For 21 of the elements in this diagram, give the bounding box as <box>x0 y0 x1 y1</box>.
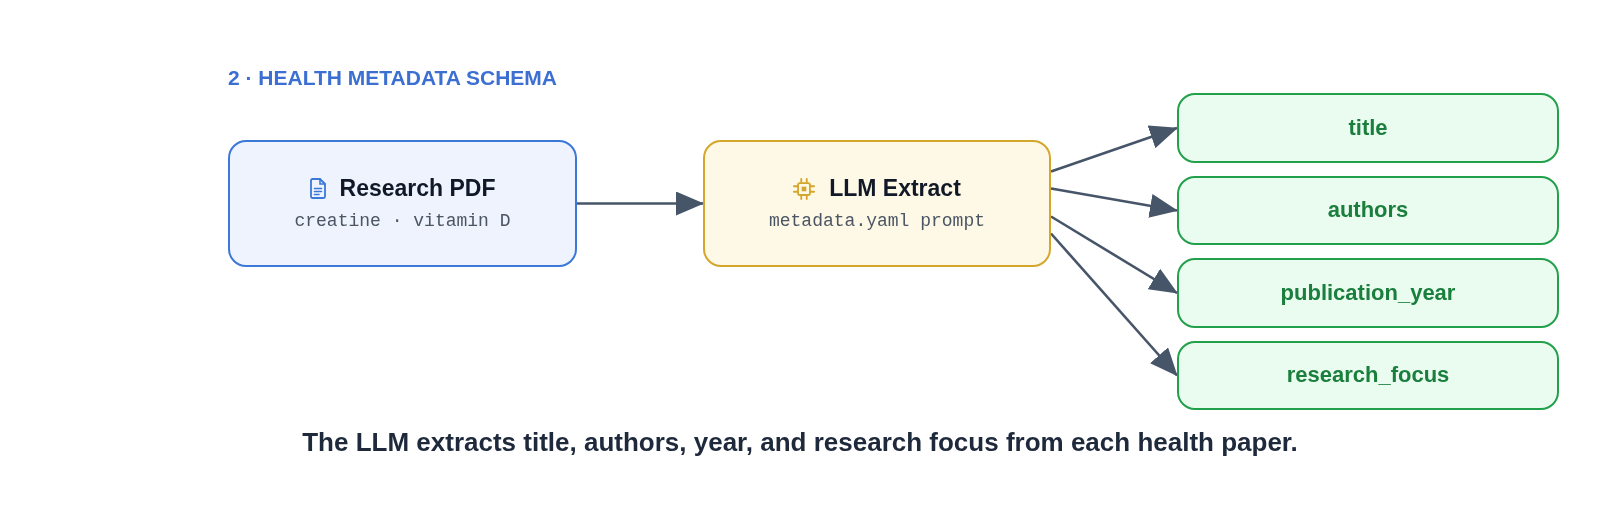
arrow <box>1050 232 1178 377</box>
field-name: research_focus <box>1286 362 1450 389</box>
field-name: publication_year <box>1280 279 1456 307</box>
arrow <box>1050 215 1178 295</box>
node-title: LLM Extract <box>829 174 961 203</box>
node-title: Research PDF <box>339 174 496 203</box>
output-field-box <box>1177 258 1559 328</box>
arrow <box>1050 125 1178 173</box>
output-field-box <box>1177 93 1559 163</box>
output-field-box <box>1177 176 1559 245</box>
arrow <box>1050 187 1178 218</box>
process-box <box>703 140 1051 267</box>
diagram-title: 2 · HEALTH METADATA SCHEMA <box>228 65 557 91</box>
node-subtitle: creatine · vitamin D <box>294 210 511 233</box>
node-subtitle: metadata.yaml prompt <box>768 210 985 233</box>
field-name: title <box>1348 114 1388 142</box>
output-field-box <box>1177 341 1559 410</box>
field-name: authors <box>1327 197 1409 224</box>
caption: The LLM extracts title, authors, year, and research focus from each health paper. <box>302 427 1298 457</box>
arrow <box>577 191 704 216</box>
input-box <box>228 140 577 267</box>
